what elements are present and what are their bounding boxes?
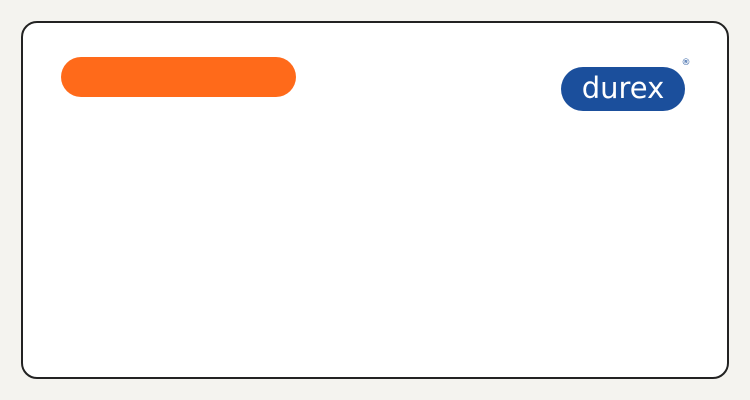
durex-logo: durex ® [561, 58, 691, 111]
registered-mark: ® [682, 58, 691, 68]
logo-oval-background [561, 67, 685, 111]
card: durex ® [21, 21, 729, 379]
logo-wordmark: durex [582, 71, 665, 105]
orange-badge-pill [61, 57, 296, 97]
